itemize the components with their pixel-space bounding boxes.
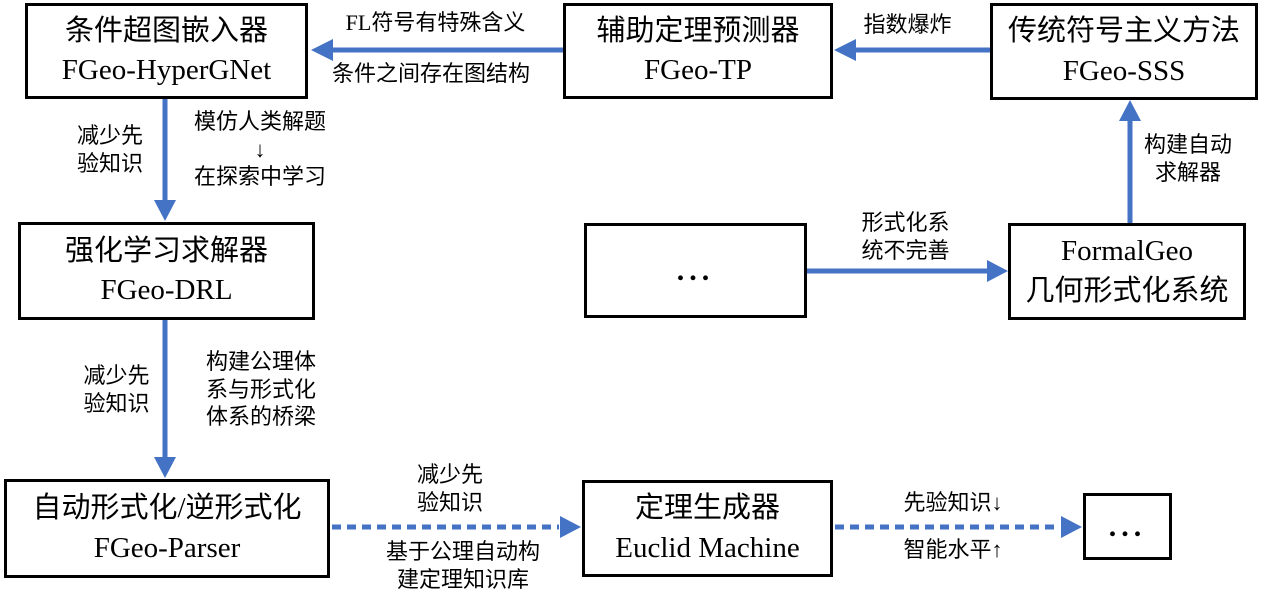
node-parser: 自动形式化/逆形式化 FGeo-Parser — [4, 479, 330, 578]
node-formalgeo: FormalGeo 几何形式化系统 — [1008, 223, 1246, 320]
node-tp-subtitle: FGeo-TP — [644, 54, 752, 86]
edge-label-axiom-bridge: 构建公理体 系与形式化 体系的桥梁 — [205, 349, 316, 429]
node-euclid-subtitle: Euclid Machine — [615, 531, 800, 564]
edge-label-formal-incomplete: 形式化系 统不完善 — [861, 210, 950, 263]
node-euclid-title: 定理生成器 — [634, 492, 780, 525]
node-formalgeo-subtitle: 几何形式化系统 — [1025, 274, 1229, 307]
node-hypergnet-subtitle: FGeo-HyperGNet — [61, 54, 272, 86]
edge-label-axiom-knowledge-base: 基于公理自动构 建定理知识库 — [385, 539, 540, 592]
arrow-formalgeo-to-sss — [1119, 100, 1141, 223]
edge-label-reduce-prior-3: 减少先 验知识 — [416, 462, 483, 515]
edge-label-reduce-prior-2: 减少先 验知识 — [83, 363, 150, 416]
edge-label-intelligence-up: 智能水平↑ — [903, 537, 1003, 562]
node-ellipsis-middle-label: ... — [676, 253, 715, 287]
arrow-sss-to-tp — [834, 39, 990, 61]
node-tp-title: 辅助定理预测器 — [596, 14, 800, 47]
arrow-euclid-to-end-dashed — [835, 516, 1082, 538]
node-ellipsis-end: ... — [1083, 493, 1172, 560]
node-euclid: 定理生成器 Euclid Machine — [582, 480, 833, 577]
edge-label-prior-knowledge-down: 先验知识↓ — [903, 490, 1003, 515]
arrow-drl-to-parser — [154, 320, 176, 478]
edge-label-reduce-prior-1: 减少先 验知识 — [76, 123, 143, 176]
arrow-parser-to-euclid-dashed — [332, 516, 581, 538]
node-drl: 强化学习求解器 FGeo-DRL — [18, 222, 315, 320]
node-drl-title: 强化学习求解器 — [64, 234, 268, 267]
edge-label-build-solver: 构建自动 求解器 — [1143, 132, 1232, 185]
node-formalgeo-title: FormalGeo — [1060, 235, 1194, 268]
arrow-mid-to-formalgeo — [807, 260, 1008, 282]
node-sss: 传统符号主义方法 FGeo-SSS — [990, 3, 1258, 100]
edge-label-exponential-explosion: 指数爆炸 — [863, 12, 952, 37]
node-parser-subtitle: FGeo-Parser — [93, 531, 241, 564]
node-ellipsis-end-label: ... — [1108, 509, 1147, 543]
edge-label-imitate-human: 模仿人类解题 ↓ 在探索中学习 — [193, 109, 326, 189]
edge-label-graph-structure: 条件之间存在图结构 — [331, 61, 530, 86]
node-hypergnet: 条件超图嵌入器 FGeo-HyperGNet — [25, 3, 308, 99]
edge-label-fl-meaning: FL符号有特殊含义 — [345, 10, 526, 35]
node-hypergnet-title: 条件超图嵌入器 — [64, 14, 268, 47]
node-ellipsis-middle: ... — [584, 223, 807, 318]
arrow-tp-to-hypergnet — [311, 39, 563, 61]
node-sss-subtitle: FGeo-SSS — [1062, 54, 1186, 87]
node-sss-title: 传统符号主义方法 — [1007, 15, 1240, 48]
arrow-hypergnet-to-drl — [154, 99, 176, 221]
node-parser-title: 自动形式化/逆形式化 — [32, 492, 302, 525]
node-drl-subtitle: FGeo-DRL — [100, 274, 233, 306]
node-tp: 辅助定理预测器 FGeo-TP — [563, 3, 833, 99]
